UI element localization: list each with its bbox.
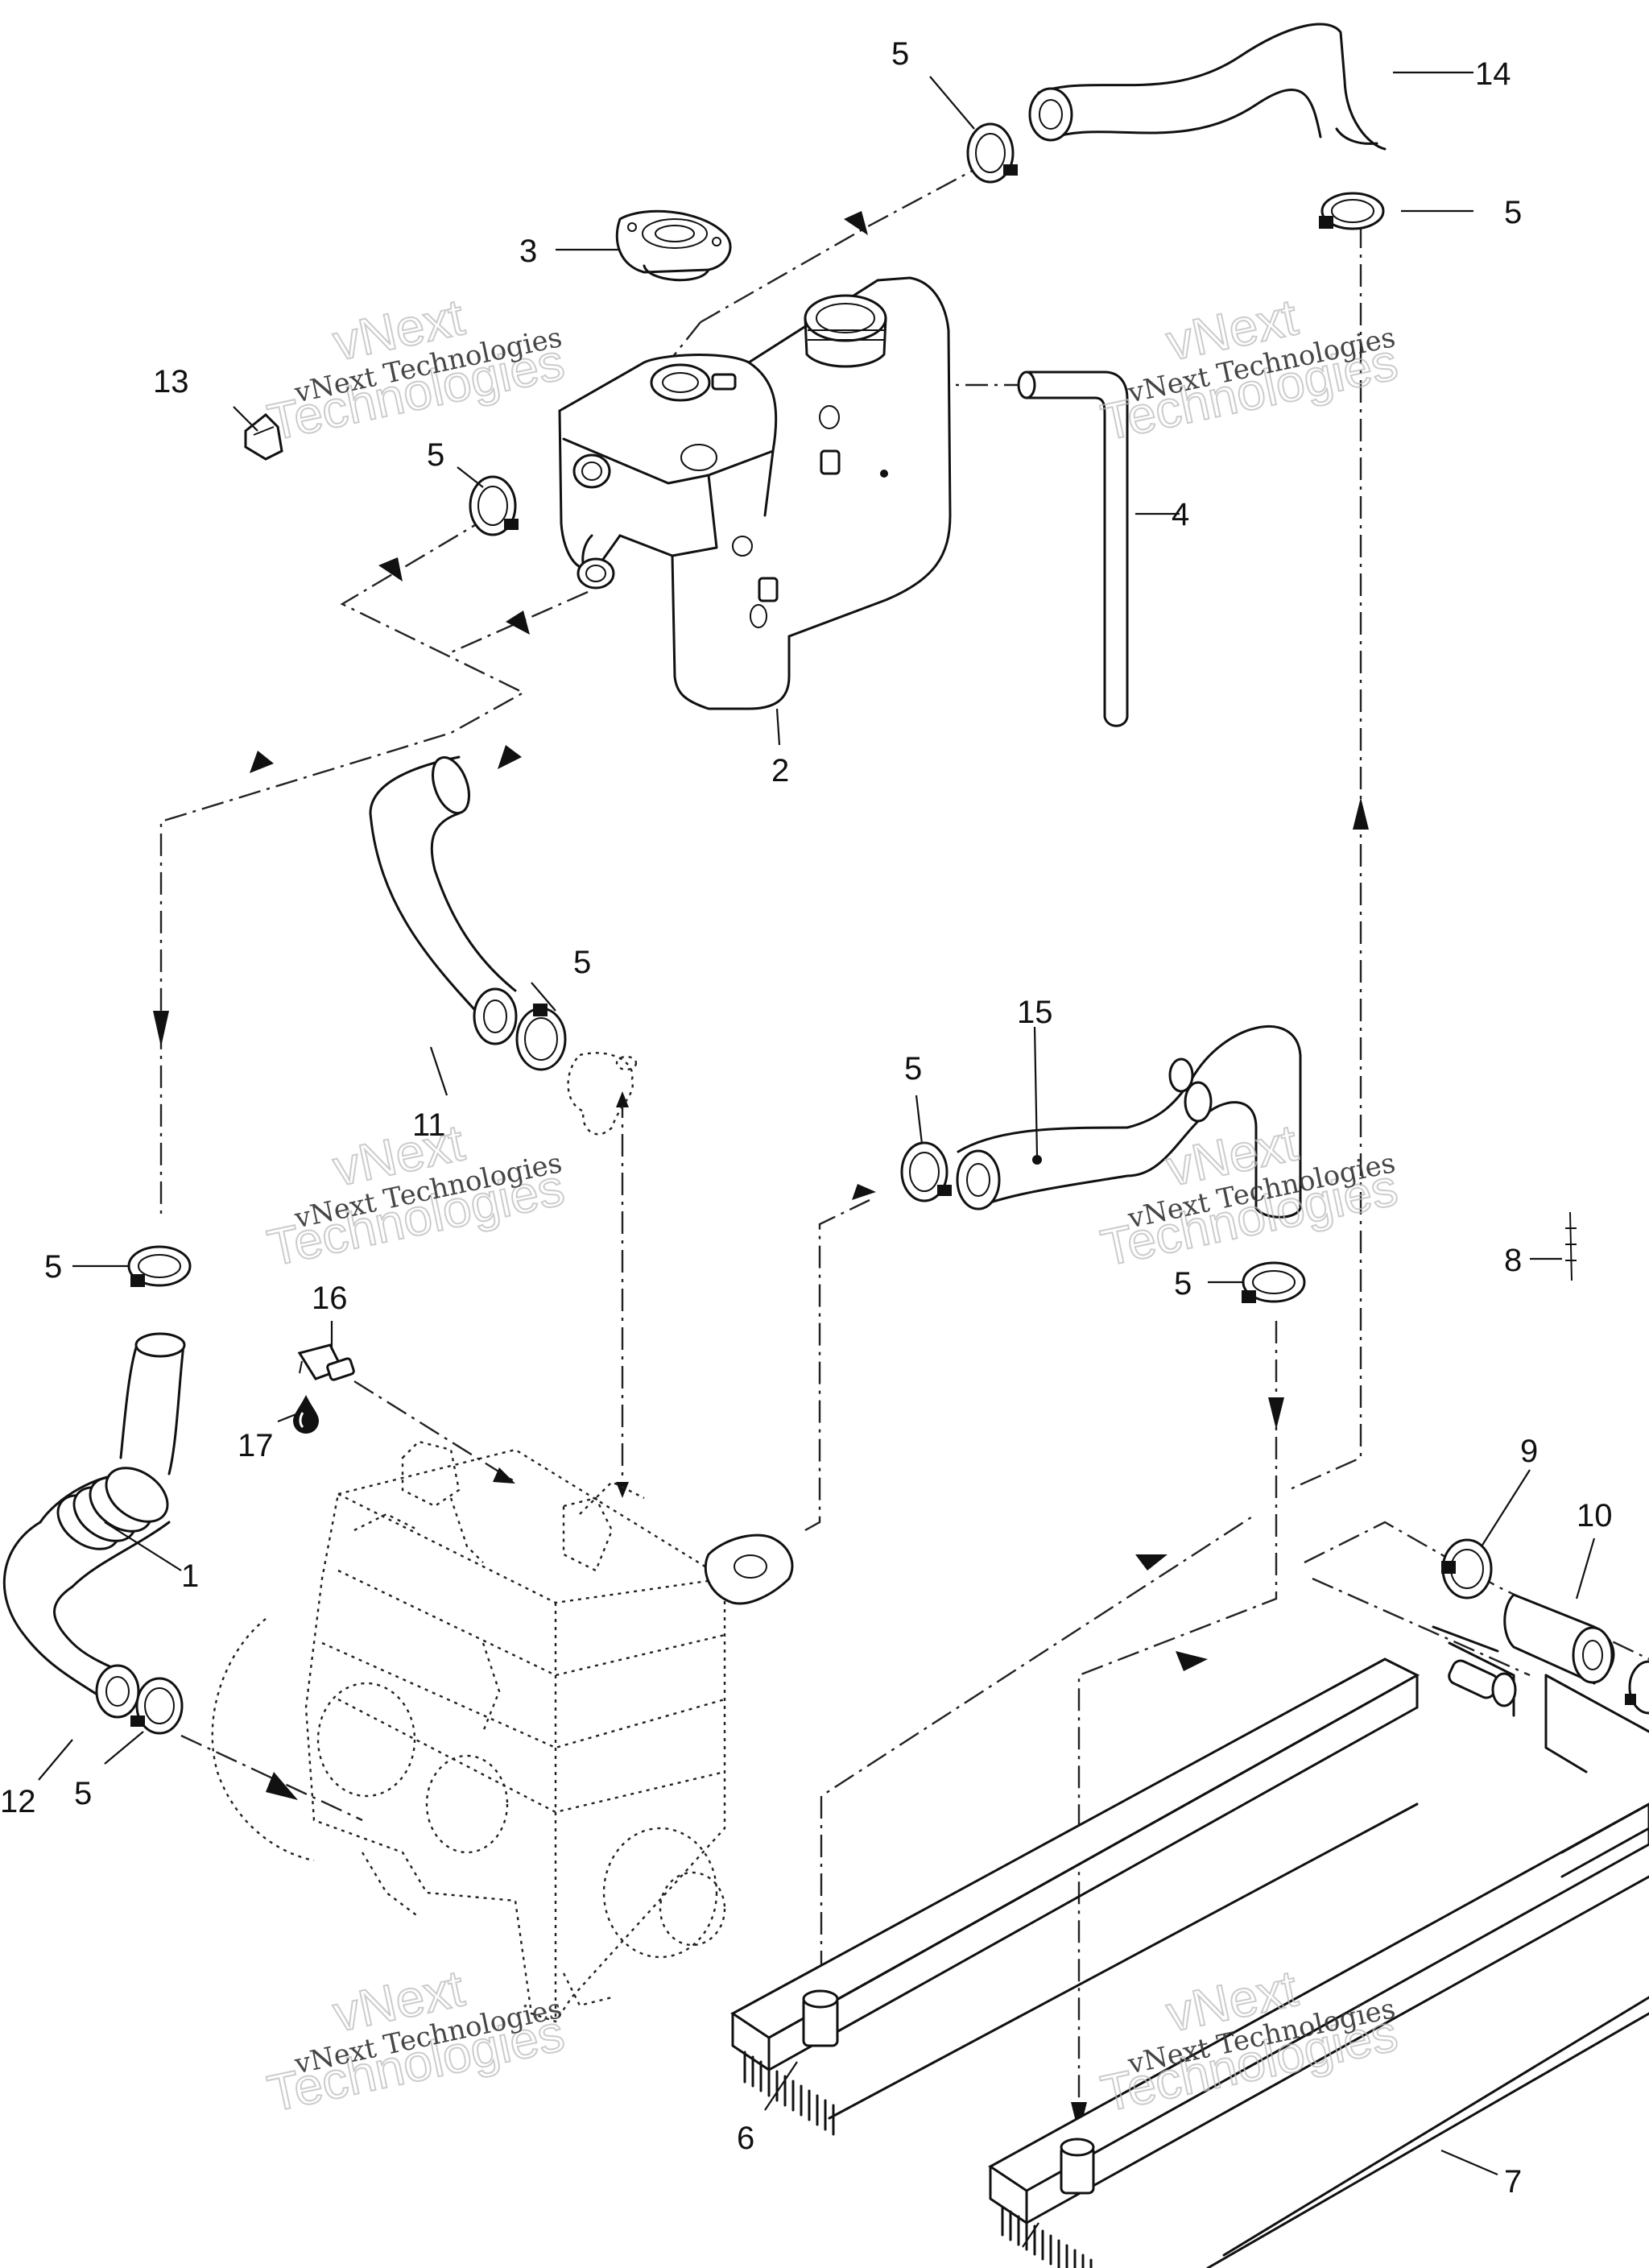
clamp-9 [1441,1538,1493,1600]
hose-12 [2,1521,140,1719]
callout-2: 2 [771,753,789,788]
engine [211,1440,726,2023]
callout-13: 13 [153,364,189,399]
hose-11 [369,755,518,1045]
part-13 [244,412,283,461]
tank-2 [558,276,952,710]
hose-1 [39,1332,186,1588]
callout-1: 1 [181,1558,199,1594]
watermark-mid-left: vNext Technologies vNext Technologies [262,1112,569,1278]
corrugation [56,1467,169,1550]
cap-3 [615,209,732,282]
leader-lines [38,71,1596,2248]
clamp-top-right [1319,192,1385,230]
callout-5-tank: 5 [427,437,444,473]
callout-5-left: 5 [44,1249,62,1285]
callout-8: 8 [1504,1243,1522,1278]
flow-lines [159,159,1649,2175]
callout-15: 15 [1017,995,1053,1030]
fins-7 [1001,2205,1093,2268]
watermark-top-left: vNext Technologies vNext Technologies [262,287,569,453]
thermostat-housing [567,1052,638,1136]
part-10 [1503,1593,1615,1685]
callouts: 1 2 3 4 5 5 5 5 5 5 5 5 6 7 8 9 10 11 12… [0,36,1613,2200]
clamp-right-mid [1242,1261,1306,1303]
callout-5-right-mid: 5 [1174,1266,1192,1302]
callout-7: 7 [1504,2164,1522,2200]
radiator-6 [730,1625,1649,2136]
part-8 [1565,1211,1577,1281]
clamps [127,122,1649,1735]
hose-15 [956,1025,1302,1219]
clamp-bottom-left [130,1677,184,1735]
callout-16: 16 [312,1281,348,1316]
clamp-right-edge [1625,1660,1649,1715]
sensor-16 [297,1343,355,1381]
clamp-hose15 [900,1141,952,1202]
callout-5-hose15: 5 [904,1051,922,1086]
callout-10: 10 [1577,1498,1613,1533]
flow-arrows [153,211,1369,2134]
clamp-hose11 [515,1004,567,1071]
callout-12: 12 [0,1784,36,1819]
hose-4 [1017,370,1129,727]
drop-17 [293,1395,319,1434]
callout-5-bottom-left: 5 [74,1776,92,1811]
callout-14: 14 [1475,56,1511,92]
callout-3: 3 [519,234,537,269]
watermark-top-right: vNext Technologies vNext Technologies [1095,287,1403,453]
callout-5-top-right: 5 [1504,195,1522,230]
fins-6 [743,2051,835,2136]
callout-17: 17 [238,1428,274,1463]
clamp-tank [469,475,519,536]
clamp-top-left [966,122,1018,184]
clamp-left [127,1245,192,1287]
callout-9: 9 [1520,1434,1538,1469]
outlet-flange [704,1533,794,1605]
callout-4: 4 [1172,497,1189,532]
callout-5-hose11: 5 [573,945,591,980]
callout-11: 11 [412,1107,446,1143]
watermark-mid-right: vNext Technologies vNext Technologies [1095,1112,1403,1278]
hose-14 [1028,23,1387,151]
callout-5-top-left: 5 [891,36,909,72]
radiator-7 [988,1802,1649,2268]
callout-6: 6 [737,2121,754,2156]
